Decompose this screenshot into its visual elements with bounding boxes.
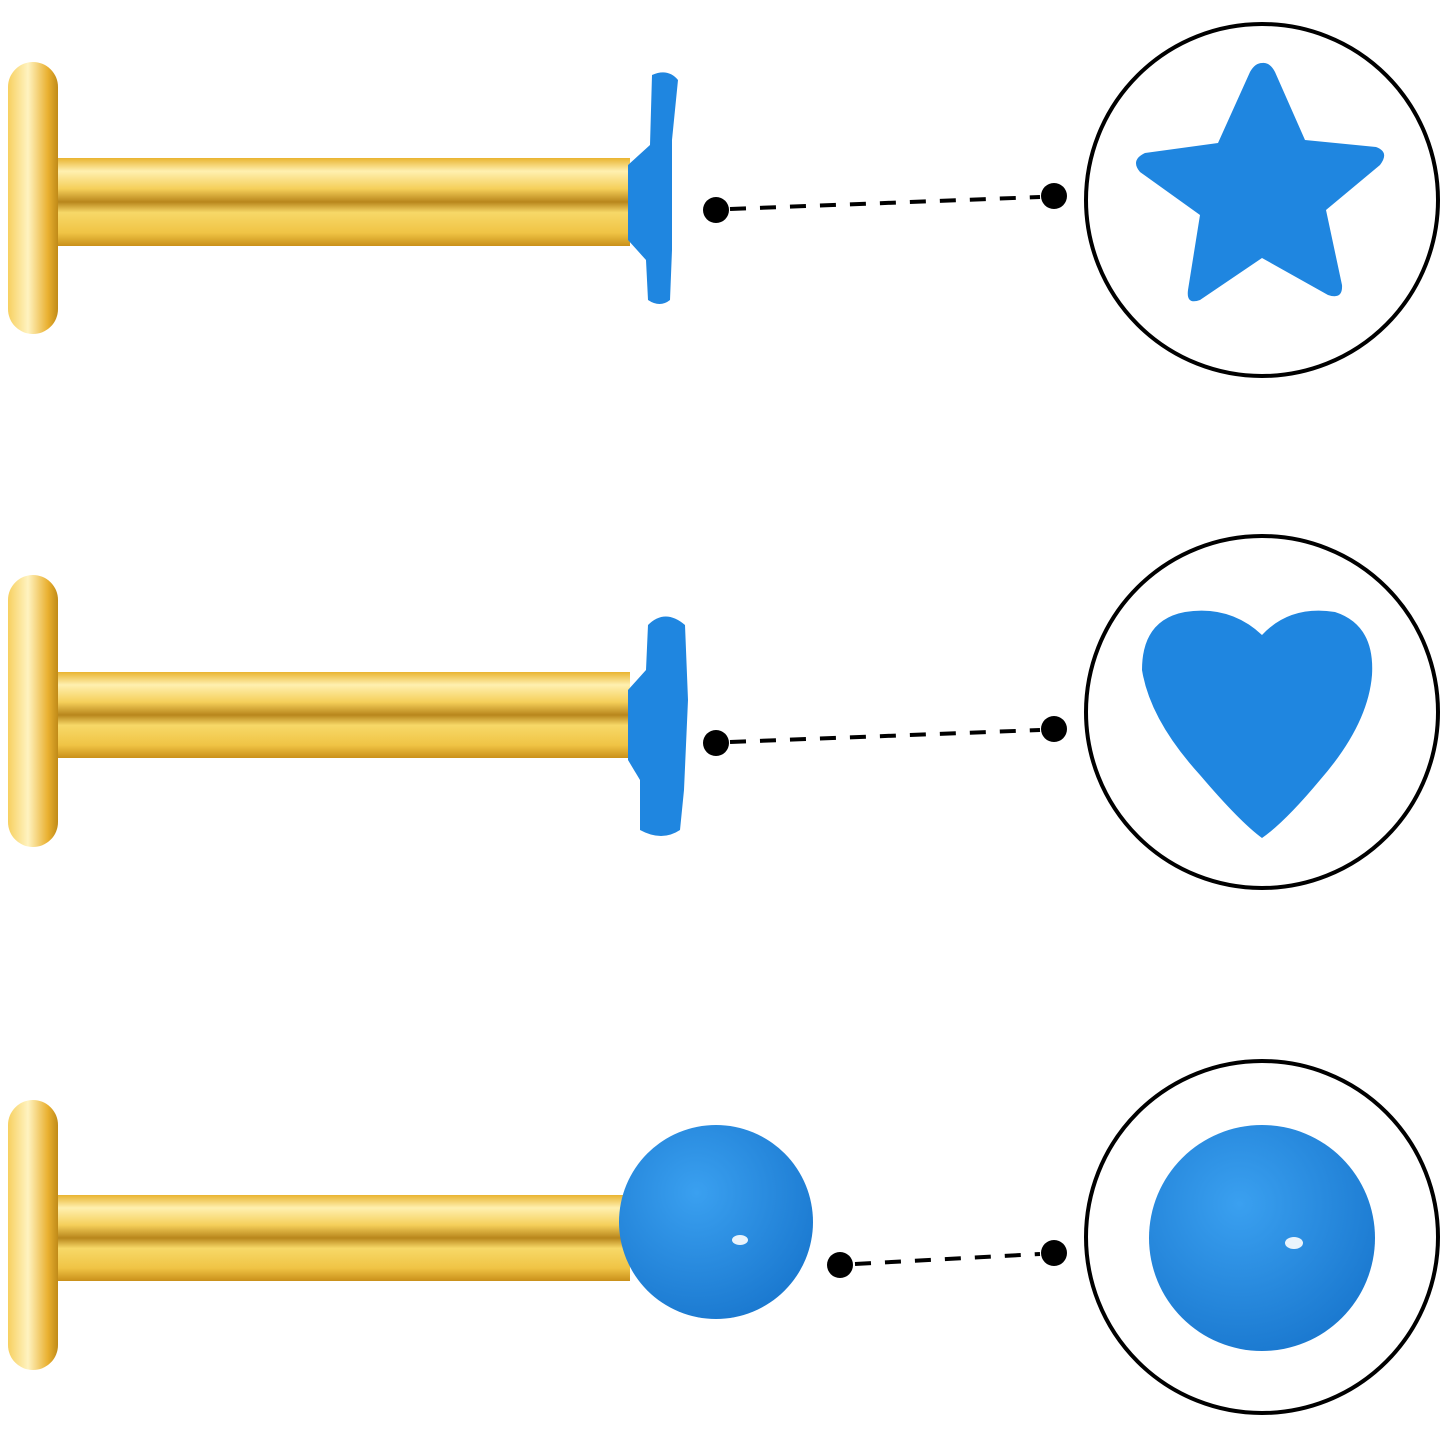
star-icon [1136,62,1385,302]
connector-dot [703,197,729,223]
gold-disc [8,62,58,334]
connector-dot [1041,183,1067,209]
gold-bar [50,158,630,246]
connector-dot [703,730,729,756]
heart-icon [1142,610,1373,838]
connector-dot [827,1252,853,1278]
connector-dot [1041,716,1067,742]
ball-end [619,1125,813,1319]
dashed-connector [729,195,1041,211]
dashed-connector [729,728,1041,744]
labret-heart [8,534,1440,890]
heart-end [628,616,688,836]
ball-icon [1149,1125,1375,1351]
labret-star [8,22,1440,378]
gold-bar [50,1195,630,1281]
gold-bar [50,672,630,758]
labret-ball [8,1059,1440,1415]
gold-disc [8,575,58,847]
gold-disc [8,1100,58,1370]
connector-dot [1041,1240,1067,1266]
star-end [628,72,678,304]
dashed-connector [854,1252,1041,1266]
